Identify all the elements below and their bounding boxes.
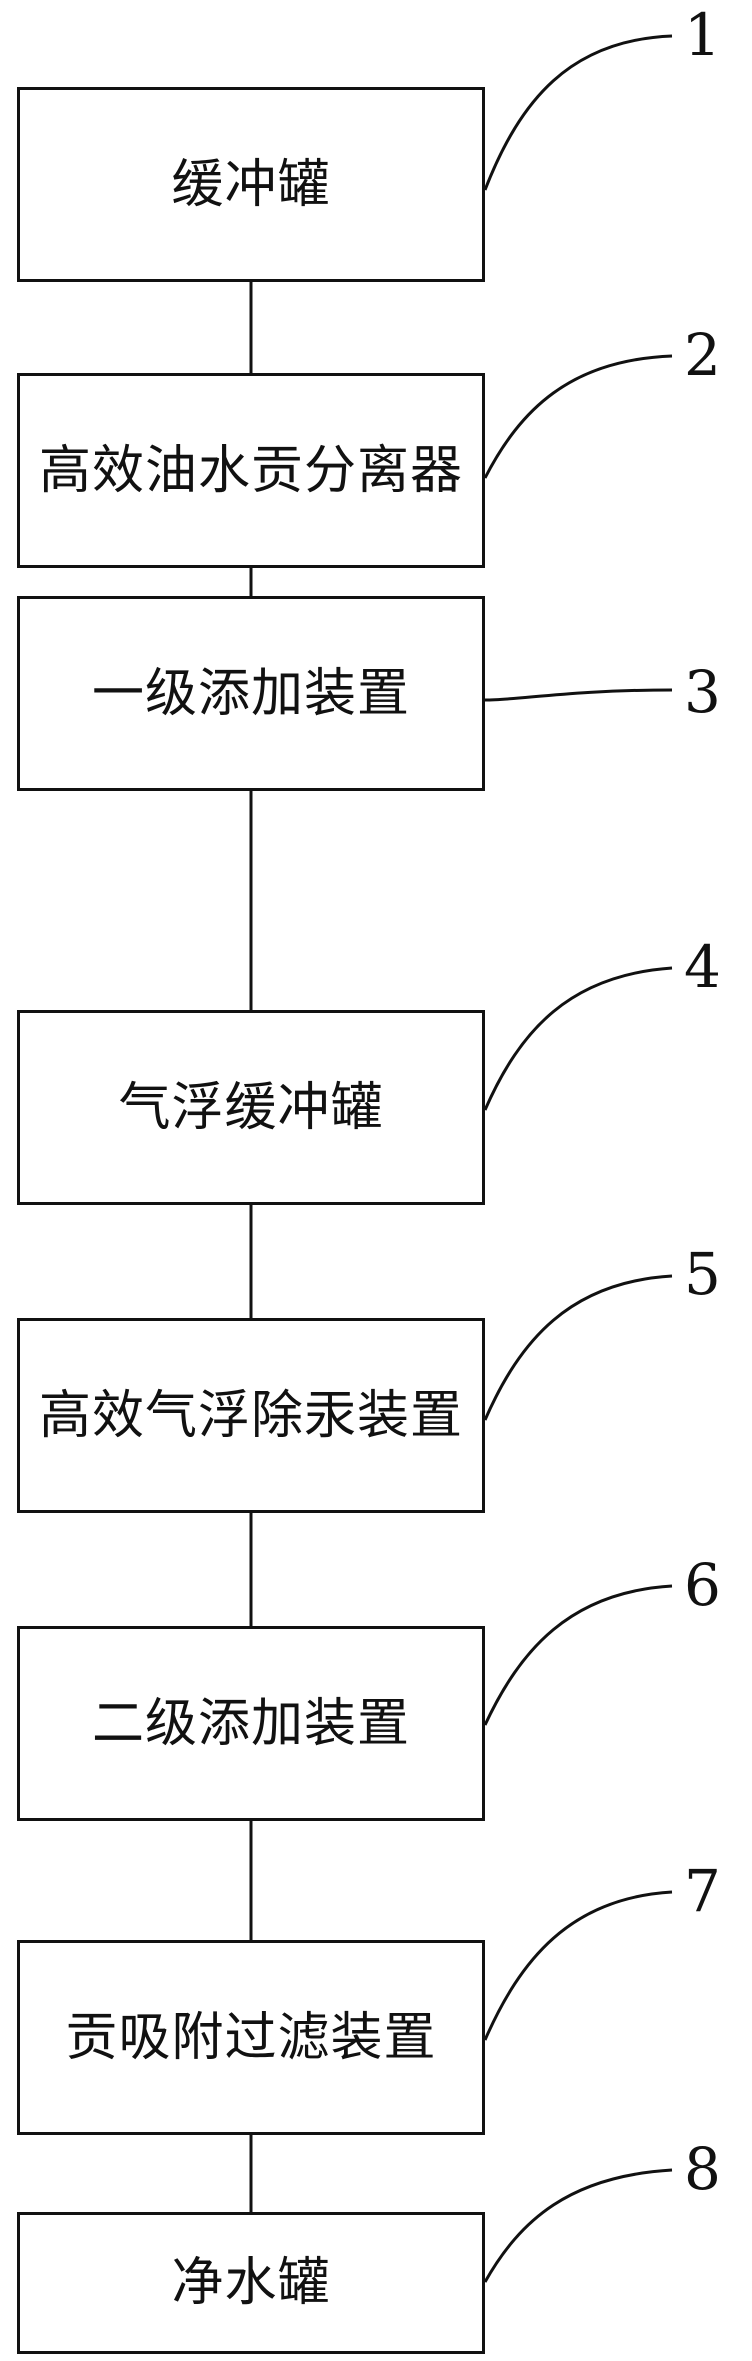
leader-line-3 xyxy=(484,688,673,702)
step-label: 二级添加装置 xyxy=(91,1693,410,1754)
reference-number: 7 xyxy=(684,1857,721,1925)
step-label: 净水罐 xyxy=(171,2253,331,2313)
step-box-flotation-mercury-removal: 高效气浮除汞装置 xyxy=(17,1318,485,1513)
step-box-flotation-buffer-tank: 气浮缓冲罐 xyxy=(17,1010,485,1205)
leader-line-4 xyxy=(483,966,673,1111)
reference-number: 2 xyxy=(684,321,721,389)
reference-number: 8 xyxy=(684,2135,721,2203)
reference-number: 3 xyxy=(684,658,721,726)
leader-line-5 xyxy=(483,1274,673,1421)
reference-number: 1 xyxy=(684,1,721,69)
leader-line-7 xyxy=(483,1890,673,2041)
step-label: 高效气浮除汞装置 xyxy=(38,1385,463,1446)
step-label: 一级添加装置 xyxy=(91,663,410,724)
leader-line-6 xyxy=(483,1584,673,1726)
step-label: 贡吸附过滤装置 xyxy=(65,2007,437,2068)
step-label: 缓冲罐 xyxy=(171,154,331,215)
leader-line-1 xyxy=(483,34,673,191)
reference-number: 5 xyxy=(684,1240,721,1308)
leader-line-8 xyxy=(483,2168,673,2283)
step-box-clean-water-tank: 净水罐 xyxy=(17,2212,485,2354)
step-box-first-dosing-unit: 一级添加装置 xyxy=(17,596,485,791)
step-box-adsorption-filter: 贡吸附过滤装置 xyxy=(17,1940,485,2135)
step-box-buffer-tank: 缓冲罐 xyxy=(17,87,485,282)
step-box-second-dosing-unit: 二级添加装置 xyxy=(17,1626,485,1821)
reference-number: 6 xyxy=(684,1551,721,1619)
step-label: 高效油水贡分离器 xyxy=(38,440,463,501)
step-label: 气浮缓冲罐 xyxy=(118,1077,384,1138)
reference-number: 4 xyxy=(684,933,721,1001)
step-box-oil-water-separator: 高效油水贡分离器 xyxy=(17,373,485,568)
leader-line-2 xyxy=(483,354,673,479)
